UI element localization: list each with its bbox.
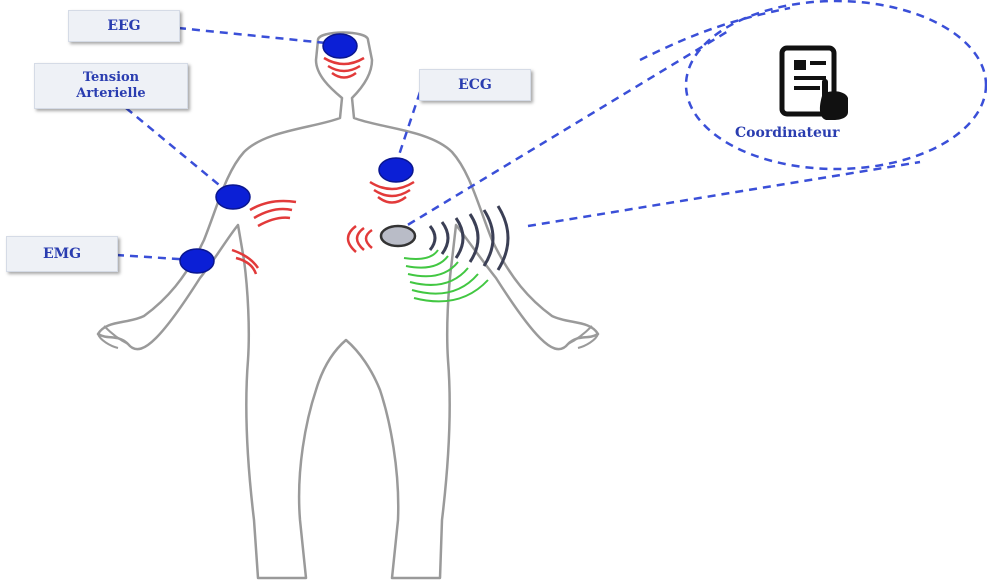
link-hub-coordinator-bottom bbox=[528, 162, 920, 226]
link-hub-coordinator-top bbox=[396, 30, 730, 232]
eeg-label-text: EEG bbox=[107, 18, 140, 34]
tension-label-line2: Arterielle bbox=[76, 86, 145, 102]
eeg-label: EEG bbox=[68, 10, 180, 42]
link-tension bbox=[126, 108, 230, 194]
tension-label-line1: Tension bbox=[83, 70, 139, 86]
emg-label-text: EMG bbox=[43, 246, 81, 262]
tension-arterielle-label: Tension Arterielle bbox=[34, 63, 188, 109]
emg-label: EMG bbox=[6, 236, 118, 272]
smartphone-hand-icon bbox=[782, 48, 848, 120]
human-body-outline bbox=[98, 33, 598, 579]
sensor-ecg bbox=[379, 158, 413, 182]
coordinator-label: Coordinateur bbox=[735, 125, 839, 141]
ecg-label-text: ECG bbox=[458, 77, 492, 93]
sensor-emg bbox=[180, 249, 214, 273]
sensor-tension bbox=[216, 185, 250, 209]
hub-node bbox=[381, 226, 415, 246]
link-eeg bbox=[178, 28, 336, 44]
sensor-eeg bbox=[323, 34, 357, 58]
ecg-label: ECG bbox=[419, 69, 531, 101]
